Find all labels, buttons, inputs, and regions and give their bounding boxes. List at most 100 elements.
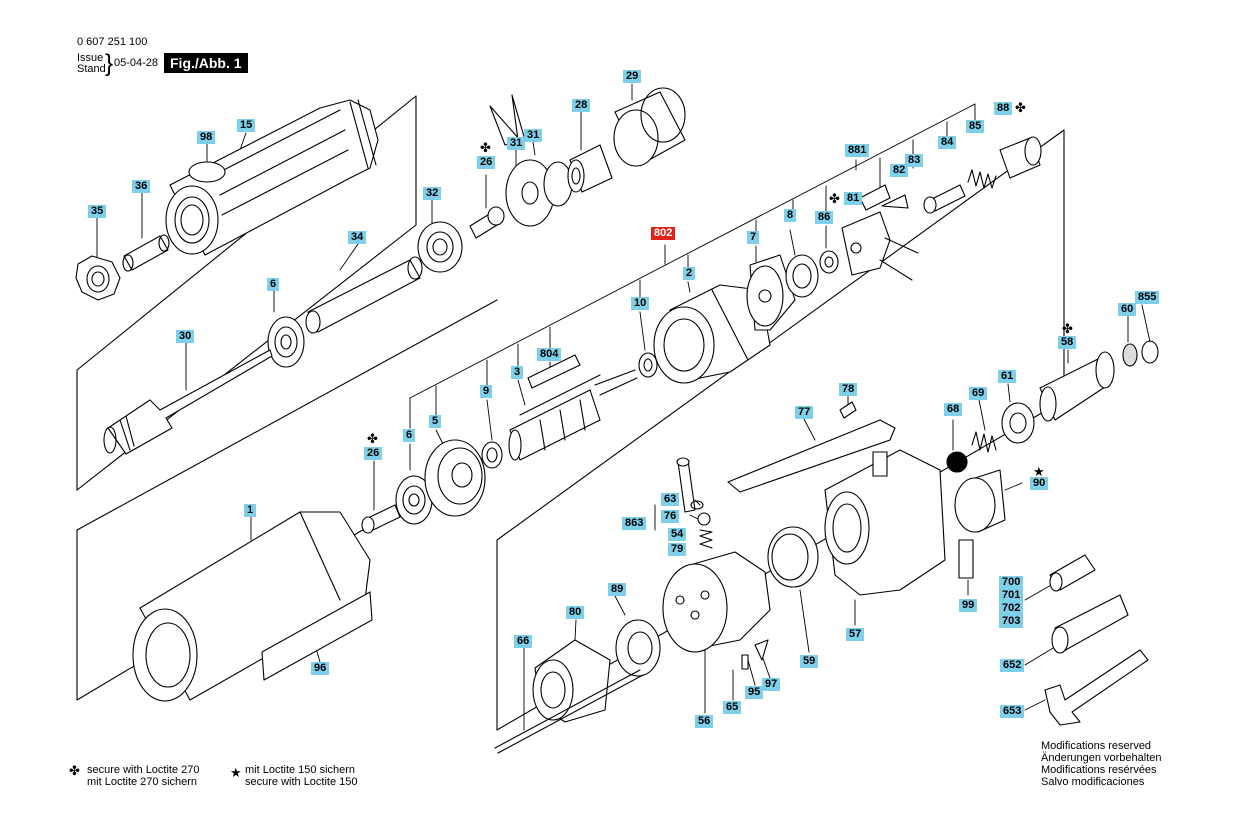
screen-60	[1122, 343, 1138, 367]
ball-68	[946, 451, 968, 473]
washer-61	[1001, 402, 1035, 444]
callout-8: 8	[784, 209, 797, 222]
callout-26-top: 26	[477, 156, 496, 169]
callout-32: 32	[423, 187, 442, 200]
callout-54: 54	[668, 528, 687, 541]
callout-34: 34	[348, 231, 367, 244]
callout-88: 88	[994, 102, 1013, 115]
loctite270-legend-symbol: ✤	[69, 763, 80, 778]
callout-99: 99	[959, 599, 978, 612]
callout-59: 59	[800, 655, 819, 668]
callout-701: 701	[999, 589, 1024, 602]
modifications-notice: Modifications reserved Änderungen vorbeh…	[1041, 740, 1161, 788]
ring-855	[1141, 340, 1159, 364]
callout-702: 702	[999, 602, 1024, 615]
spring-85	[967, 169, 997, 189]
callout-653: 653	[1000, 705, 1025, 718]
callout-802: 802	[651, 227, 676, 240]
tube-34	[305, 256, 423, 334]
issue-label: Issue	[77, 52, 104, 64]
housing-15	[165, 99, 379, 256]
label-96	[261, 591, 373, 681]
callout-31-b: 31	[524, 129, 543, 142]
clip-97	[754, 639, 769, 661]
issue-date: 05-04-28	[114, 57, 159, 69]
callout-863: 863	[622, 517, 647, 530]
part-number: 0 607 251 100	[77, 36, 148, 48]
modifications-line: Modifications resérvées	[1041, 764, 1157, 776]
oring-76	[690, 500, 704, 510]
callout-10: 10	[631, 297, 650, 310]
end-plate-7	[746, 254, 796, 331]
callout-82: 82	[890, 164, 909, 177]
callout-58: 58	[1058, 336, 1077, 349]
callout-804: 804	[537, 348, 562, 361]
callout-28: 28	[572, 99, 591, 112]
loctite270-symbol: ✤	[367, 431, 378, 446]
callout-881: 881	[845, 144, 870, 157]
callout-5: 5	[429, 415, 442, 428]
callout-2: 2	[683, 267, 696, 280]
spring-79	[699, 529, 713, 549]
callout-77: 77	[795, 406, 814, 419]
ring-9	[481, 441, 503, 469]
callout-1: 1	[244, 504, 257, 517]
callout-79: 79	[668, 543, 687, 556]
callout-83: 83	[905, 154, 924, 167]
bearing-32	[417, 221, 463, 273]
loctite270-symbol: ✤	[1062, 321, 1073, 336]
callout-6-mid: 6	[403, 429, 416, 442]
spindle-30	[103, 349, 273, 455]
callout-98: 98	[197, 131, 216, 144]
callout-95: 95	[745, 686, 764, 699]
screw-26-top	[469, 206, 505, 239]
callout-57: 57	[846, 628, 865, 641]
callout-84: 84	[938, 136, 957, 149]
loctite150-symbol: ★	[1033, 464, 1045, 479]
pin-78	[839, 401, 857, 419]
callout-700: 700	[999, 576, 1024, 589]
callout-97: 97	[762, 678, 781, 691]
pin-65	[741, 654, 749, 670]
loctite270-symbol: ✤	[829, 191, 840, 206]
callout-60: 60	[1118, 303, 1137, 316]
callout-35: 35	[88, 205, 107, 218]
rotor-3	[508, 369, 638, 461]
cylinder-2	[653, 284, 771, 384]
label-98	[188, 161, 226, 183]
callout-7: 7	[747, 231, 760, 244]
callout-65: 65	[723, 701, 742, 714]
callout-56: 56	[695, 715, 714, 728]
muffler-58	[1039, 351, 1115, 422]
callout-6-top: 6	[267, 278, 280, 291]
valve-block-881	[841, 184, 919, 281]
callout-80: 80	[566, 606, 585, 619]
callout-78: 78	[839, 383, 858, 396]
cap-29	[613, 87, 686, 167]
rear-cover-56	[662, 551, 771, 653]
callout-90: 90	[1030, 477, 1049, 490]
callout-76: 76	[661, 510, 680, 523]
callout-30: 30	[176, 330, 195, 343]
ball-54	[697, 512, 711, 526]
bearing-8	[785, 254, 819, 298]
modifications-line: Modifications reserved	[1041, 740, 1152, 752]
washer-10	[638, 352, 658, 378]
end-plate-5	[424, 439, 486, 517]
callout-81: 81	[844, 192, 863, 205]
callout-26-mid: 26	[364, 447, 383, 460]
loctite270-note-en: secure with Loctite 270	[87, 764, 200, 776]
modifications-line: Änderungen vorbehalten	[1041, 752, 1162, 764]
rod-66	[494, 669, 644, 754]
callout-652: 652	[1000, 659, 1025, 672]
callout-61: 61	[998, 370, 1017, 383]
nut-80	[532, 639, 611, 723]
label-99	[958, 539, 974, 579]
modifications-line: Salvo modificaciones	[1041, 776, 1145, 788]
callout-68: 68	[944, 403, 963, 416]
blades-804	[527, 354, 581, 389]
brace: }	[105, 50, 114, 77]
callout-69: 69	[969, 387, 988, 400]
housing-1	[132, 511, 371, 702]
